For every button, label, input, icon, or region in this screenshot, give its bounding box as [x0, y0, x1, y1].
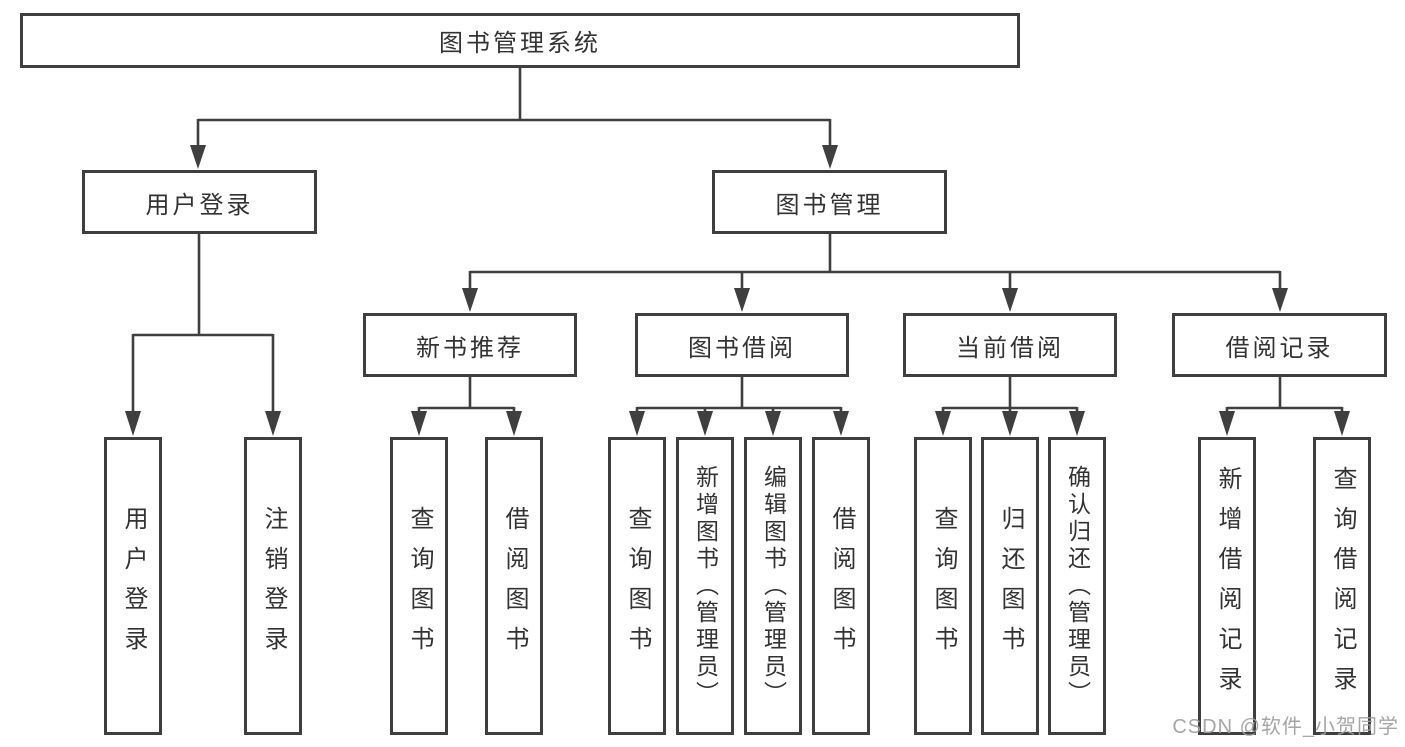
arrowhead-icon — [629, 411, 645, 436]
leaf-label: 编辑图书（管理员） — [760, 464, 787, 708]
leaf-label: 注销登录 — [260, 506, 287, 666]
arrowhead-icon — [697, 411, 713, 436]
arrowhead-icon — [833, 411, 849, 436]
leaf-label: 查询图书 — [624, 506, 651, 666]
leaf-user-login: 用户登录 — [104, 437, 162, 735]
arrowhead-icon — [1272, 288, 1288, 312]
leaf-label: 查询图书 — [406, 506, 433, 666]
node-borrowing-records: 借阅记录 — [1172, 313, 1387, 377]
node-book-management-system: 图书管理系统 — [20, 13, 1020, 68]
leaf-current-confirm-return-admin: 确认归还（管理员） — [1048, 437, 1106, 735]
arrowhead-icon — [1002, 288, 1018, 312]
node-user-login: 用户登录 — [82, 170, 317, 234]
node-label: 图书借阅 — [688, 334, 796, 362]
node-label: 图书管理系统 — [439, 30, 601, 57]
leaf-newbooks-borrow-books: 借阅图书 — [485, 437, 543, 735]
node-current-borrowing: 当前借阅 — [903, 313, 1117, 377]
leaf-label: 归还图书 — [997, 506, 1024, 666]
leaf-borrowing-edit-books-admin: 编辑图书（管理员） — [744, 437, 802, 735]
node-label: 借阅记录 — [1225, 334, 1334, 362]
connector-current-borrowing-to-leaves — [935, 377, 1085, 436]
node-book-borrowing: 图书借阅 — [635, 313, 849, 377]
leaf-records-add-borrow-record: 新增借阅记录 — [1198, 437, 1256, 735]
leaf-borrowing-borrow-books: 借阅图书 — [812, 437, 870, 735]
leaf-label: 借阅图书 — [828, 506, 855, 666]
node-new-book-recommendation: 新书推荐 — [363, 313, 577, 377]
watermark: CSDN @软件_小贺同学 — [1172, 716, 1399, 738]
arrowhead-icon — [462, 288, 478, 312]
leaf-label: 确认归还（管理员） — [1064, 464, 1091, 708]
connector-root-to-level2 — [190, 66, 838, 169]
connector-book-borrowing-to-leaves — [629, 377, 849, 436]
arrowhead-icon — [1219, 411, 1235, 436]
leaf-logout: 注销登录 — [244, 437, 302, 735]
connector-borrowing-records-to-leaves — [1219, 377, 1350, 436]
leaf-records-query-borrow-record: 查询借阅记录 — [1313, 437, 1371, 735]
connector-book-management-to-level3 — [462, 234, 1288, 312]
leaf-label: 查询借阅记录 — [1329, 466, 1356, 706]
connector-new-book-recommendation-to-leaves — [411, 377, 522, 436]
node-label: 新书推荐 — [416, 334, 524, 362]
arrowhead-icon — [506, 411, 522, 436]
arrowhead-icon — [190, 145, 206, 169]
node-label: 图书管理 — [775, 191, 884, 219]
leaf-current-query-books: 查询图书 — [914, 437, 972, 735]
leaf-borrowing-add-books-admin: 新增图书（管理员） — [676, 437, 734, 735]
arrowhead-icon — [1002, 411, 1018, 436]
leaf-newbooks-query-books: 查询图书 — [390, 437, 448, 735]
leaf-label: 新增借阅记录 — [1214, 466, 1241, 706]
leaf-label: 查询图书 — [930, 506, 957, 666]
leaf-current-return-books: 归还图书 — [981, 437, 1039, 735]
leaf-label: 借阅图书 — [501, 506, 528, 666]
arrowhead-icon — [125, 411, 141, 436]
leaf-borrowing-query-books: 查询图书 — [608, 437, 666, 735]
arrowhead-icon — [765, 411, 781, 436]
arrowhead-icon — [1334, 411, 1350, 436]
arrowhead-icon — [411, 411, 427, 436]
arrowhead-icon — [822, 145, 838, 169]
arrowhead-icon — [1069, 411, 1085, 436]
leaf-label: 新增图书（管理员） — [692, 464, 719, 708]
node-label: 当前借阅 — [956, 334, 1064, 362]
arrowhead-icon — [734, 288, 750, 312]
leaf-label: 用户登录 — [120, 506, 147, 666]
arrowhead-icon — [935, 411, 951, 436]
arrowhead-icon — [265, 411, 281, 436]
connector-user-login-to-leaves — [125, 234, 281, 436]
node-book-management: 图书管理 — [712, 170, 947, 234]
node-label: 用户登录 — [145, 191, 254, 219]
